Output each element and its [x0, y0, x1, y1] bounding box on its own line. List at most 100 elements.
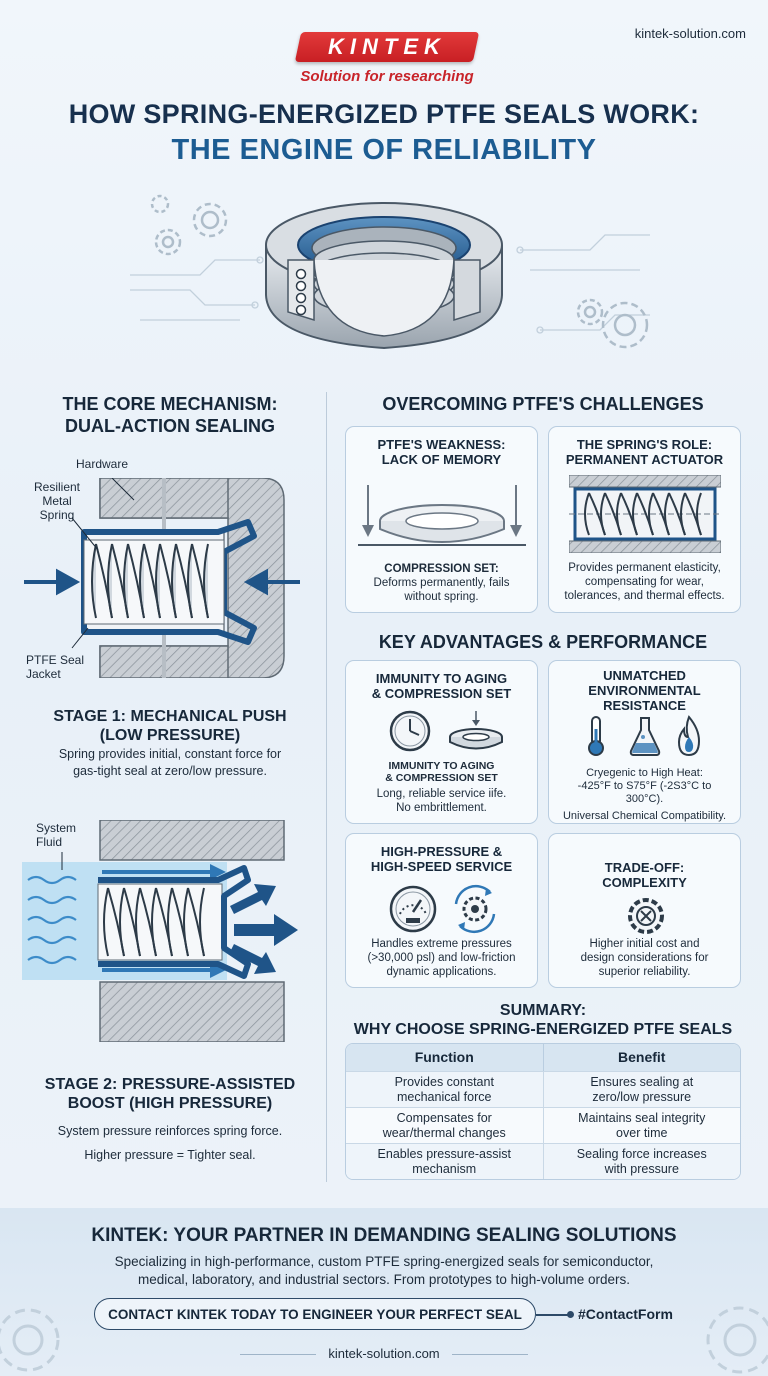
aging-title-line1: IMMUNITY TO AGING: [375, 671, 508, 686]
website-link-bottom[interactable]: kintek-solution.com: [328, 1346, 440, 1361]
cell-text: wear/thermal changes: [382, 1125, 506, 1140]
aging-title-line2: & COMPRESSION SET: [371, 686, 512, 701]
cta-connector: [536, 1314, 570, 1316]
summary-heading-line2: WHY CHOOSE SPRING-ENERGIZED PTFE SEALS: [353, 1021, 733, 1038]
cell-text: mechanism: [412, 1161, 477, 1176]
stage2-text-line1: System pressure reinforces spring force.: [57, 1124, 283, 1138]
aging-text-line1: Long, reliable service iife.: [376, 788, 507, 800]
environment-text-line2: -425°F to S75°F (-2S3°C to: [577, 780, 712, 792]
environment-title-line2: ENVIRONMENTAL: [588, 683, 701, 698]
footer-band: [0, 1208, 768, 1376]
environment-text-line3: 300°C).: [625, 793, 664, 805]
spring-role-title-line2: PERMANENT ACTUATOR: [565, 452, 724, 467]
brand-logo: KINTEK: [294, 32, 480, 62]
tradeoff-title: TRADE-OFF: COMPLEXITY: [549, 860, 740, 890]
label-spring: Resilient Metal Spring: [30, 480, 84, 522]
brand-tagline: Solution for researching: [300, 68, 474, 85]
summary-heading: SUMMARY: WHY CHOOSE SPRING-ENERGIZED PTF…: [345, 1001, 741, 1039]
stage2-title: STAGE 2: PRESSURE-ASSISTED BOOST (HIGH P…: [20, 1075, 320, 1113]
environment-title-line3: RESISTANCE: [603, 698, 686, 713]
stage1-title-line2: (LOW PRESSURE): [99, 727, 241, 744]
clock-icon: [389, 710, 431, 752]
spring-role-title-line1: THE SPRING'S ROLE:: [576, 437, 713, 452]
mechanism-heading-line1: THE CORE MECHANISM:: [62, 394, 278, 414]
pressure-text-line3: dynamic applications.: [386, 966, 497, 978]
complex-gear-icon: [628, 898, 664, 934]
tradeoff-title-line1: TRADE-OFF:: [604, 860, 685, 875]
aging-caption-line1: IMMUNITY TO AGING: [388, 760, 495, 772]
cta-connector-dot: [567, 1311, 574, 1318]
tradeoff-text-line2: design considerations for: [580, 952, 709, 964]
cell-text: with pressure: [604, 1161, 679, 1176]
cell-text: Enables pressure-assist: [377, 1146, 511, 1161]
pressure-gauge-icon: [389, 885, 437, 933]
stage2-text-line2: Higher pressure = Tighter seal.: [84, 1148, 256, 1162]
card-spring-role: THE SPRING'S ROLE: PERMANENT ACTUATOR Pr…: [548, 426, 741, 613]
aging-caption: IMMUNITY TO AGING & COMPRESSION SET: [350, 760, 533, 784]
pressure-text: Handles extreme pressures (>30,000 psl) …: [350, 937, 533, 979]
footer-rule-left: [240, 1354, 316, 1355]
page-title-line1: HOW SPRING-ENERGIZED PTFE SEALS WORK:: [68, 99, 700, 129]
stage1-text-line1: Spring provides initial, constant force …: [58, 747, 282, 761]
cell-text: over time: [616, 1125, 668, 1140]
weakness-title: PTFE'S WEAKNESS: LACK OF MEMORY: [346, 437, 537, 467]
label-spring-line1: Resilient: [33, 480, 81, 494]
tradeoff-text-line3: superior reliability.: [598, 966, 691, 978]
pressure-title: HIGH-PRESSURE & HIGH-SPEED SERVICE: [346, 844, 537, 874]
environment-title-line1: UNMATCHED: [603, 668, 686, 683]
label-system-fluid: System Fluid: [36, 821, 76, 849]
summary-table-header: Function Benefit: [346, 1044, 740, 1071]
stage1-title: STAGE 1: MECHANICAL PUSH (LOW PRESSURE): [20, 707, 320, 745]
page-title-line2: THE ENGINE OF RELIABILITY: [171, 134, 597, 166]
spring-role-text: Provides permanent elasticity, compensat…: [553, 561, 736, 603]
cell-text: Sealing force increases: [576, 1146, 707, 1161]
cell-text: Ensures sealing at: [590, 1074, 694, 1089]
card-tradeoff-complexity: TRADE-OFF: COMPLEXITY Higher initial cos…: [548, 833, 741, 988]
flask-icon: [629, 717, 661, 756]
label-jacket-line1: PTFE Seal: [26, 653, 85, 667]
stage2-title-line1: STAGE 2: PRESSURE-ASSISTED: [44, 1076, 296, 1093]
stage1-title-line1: STAGE 1: MECHANICAL PUSH: [53, 708, 287, 725]
weakness-text: Deforms permanently, fails without sprin…: [350, 576, 533, 604]
rotating-gear-icon: [454, 884, 496, 934]
advantages-heading: KEY ADVANTAGES & PERFORMANCE: [378, 632, 708, 652]
pressure-text-line2: (>30,000 psl) and low-friction: [367, 952, 516, 964]
contact-cta-button[interactable]: CONTACT KINTEK TODAY TO ENGINEER YOUR PE…: [94, 1298, 536, 1330]
stage2-title-line2: BOOST (HIGH PRESSURE): [67, 1095, 273, 1112]
column-header-benefit: Benefit: [618, 1049, 666, 1065]
label-spring-line3: Spring: [39, 508, 75, 522]
ring-icon: [449, 711, 503, 750]
brand-logo-text: KINTEK: [328, 34, 446, 59]
weakness-title-line2: LACK OF MEMORY: [381, 452, 502, 467]
card-ptfe-weakness: PTFE'S WEAKNESS: LACK OF MEMORY COMPRESS…: [345, 426, 538, 613]
weakness-text-line2: without spring.: [404, 591, 479, 603]
challenges-heading: OVERCOMING PTFE'S CHALLENGES: [382, 394, 704, 414]
column-header-function: Function: [346, 1044, 544, 1071]
compressed-ring-icon: [358, 485, 526, 546]
environment-text-line4: Universal Chemical Compatibility.: [562, 810, 726, 822]
pressure-title-line1: HIGH-PRESSURE &: [380, 844, 503, 859]
tradeoff-title-line2: COMPLEXITY: [602, 875, 687, 890]
weakness-text-line1: Deforms permanently, fails: [373, 577, 510, 589]
mechanism-heading-line2: DUAL-ACTION SEALING: [65, 416, 275, 436]
stage2-diagram: [22, 820, 298, 1042]
summary-heading-line1: SUMMARY:: [499, 1002, 587, 1019]
label-hardware: Hardware: [76, 457, 129, 471]
flame-icon: [677, 715, 701, 757]
spring-role-text-line3: tolerances, and thermal effects.: [564, 590, 725, 602]
footer-text-line1: Specializing in high-performance, custom…: [114, 1254, 654, 1269]
seal-hero-illustration: [265, 202, 503, 350]
card-aging-immunity: IMMUNITY TO AGING & COMPRESSION SET IMMU…: [345, 660, 538, 824]
website-link-top[interactable]: kintek-solution.com: [634, 26, 746, 41]
spring-role-text-line2: compensating for wear,: [585, 576, 704, 588]
contact-form-link[interactable]: #ContactForm: [578, 1306, 673, 1322]
hero-background-illustration: [130, 194, 650, 349]
spring-actuator-icon: [569, 475, 721, 553]
aging-caption-line2: & COMPRESSION SET: [385, 772, 498, 784]
